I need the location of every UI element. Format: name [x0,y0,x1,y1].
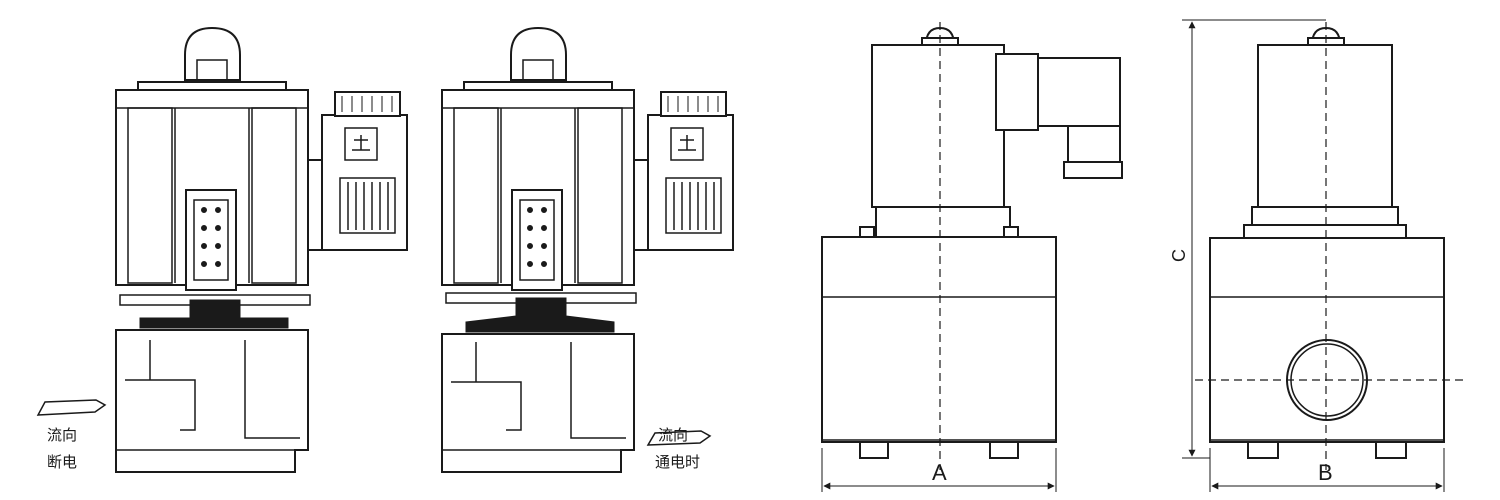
terminal-block-2 [665,177,722,234]
dimension-a-label: A [932,460,947,485]
section-view-energized: 流向 通电时 [441,26,734,473]
flow-label-left: 流向 [47,426,77,444]
spring-coil-dots-2 [527,207,547,267]
terminal-block [339,177,396,234]
flow-arrow-icon-2 [646,430,712,446]
dimension-c-label: C [1169,249,1189,262]
flow-arrow-icon [36,399,107,416]
flow-label-right: 流向 [658,426,688,444]
front-view: A [821,22,1123,492]
connector-fins-2 [667,96,719,112]
dimension-b-label: B [1318,460,1333,485]
section-view-deenergized: 流向 断电 [36,26,408,473]
state-label-left: 断电 [47,453,77,471]
connector-fins [341,96,393,112]
state-label-right: 通电时 [655,453,700,471]
side-view: C B [1169,19,1465,492]
spring-coil-dots [201,207,221,267]
